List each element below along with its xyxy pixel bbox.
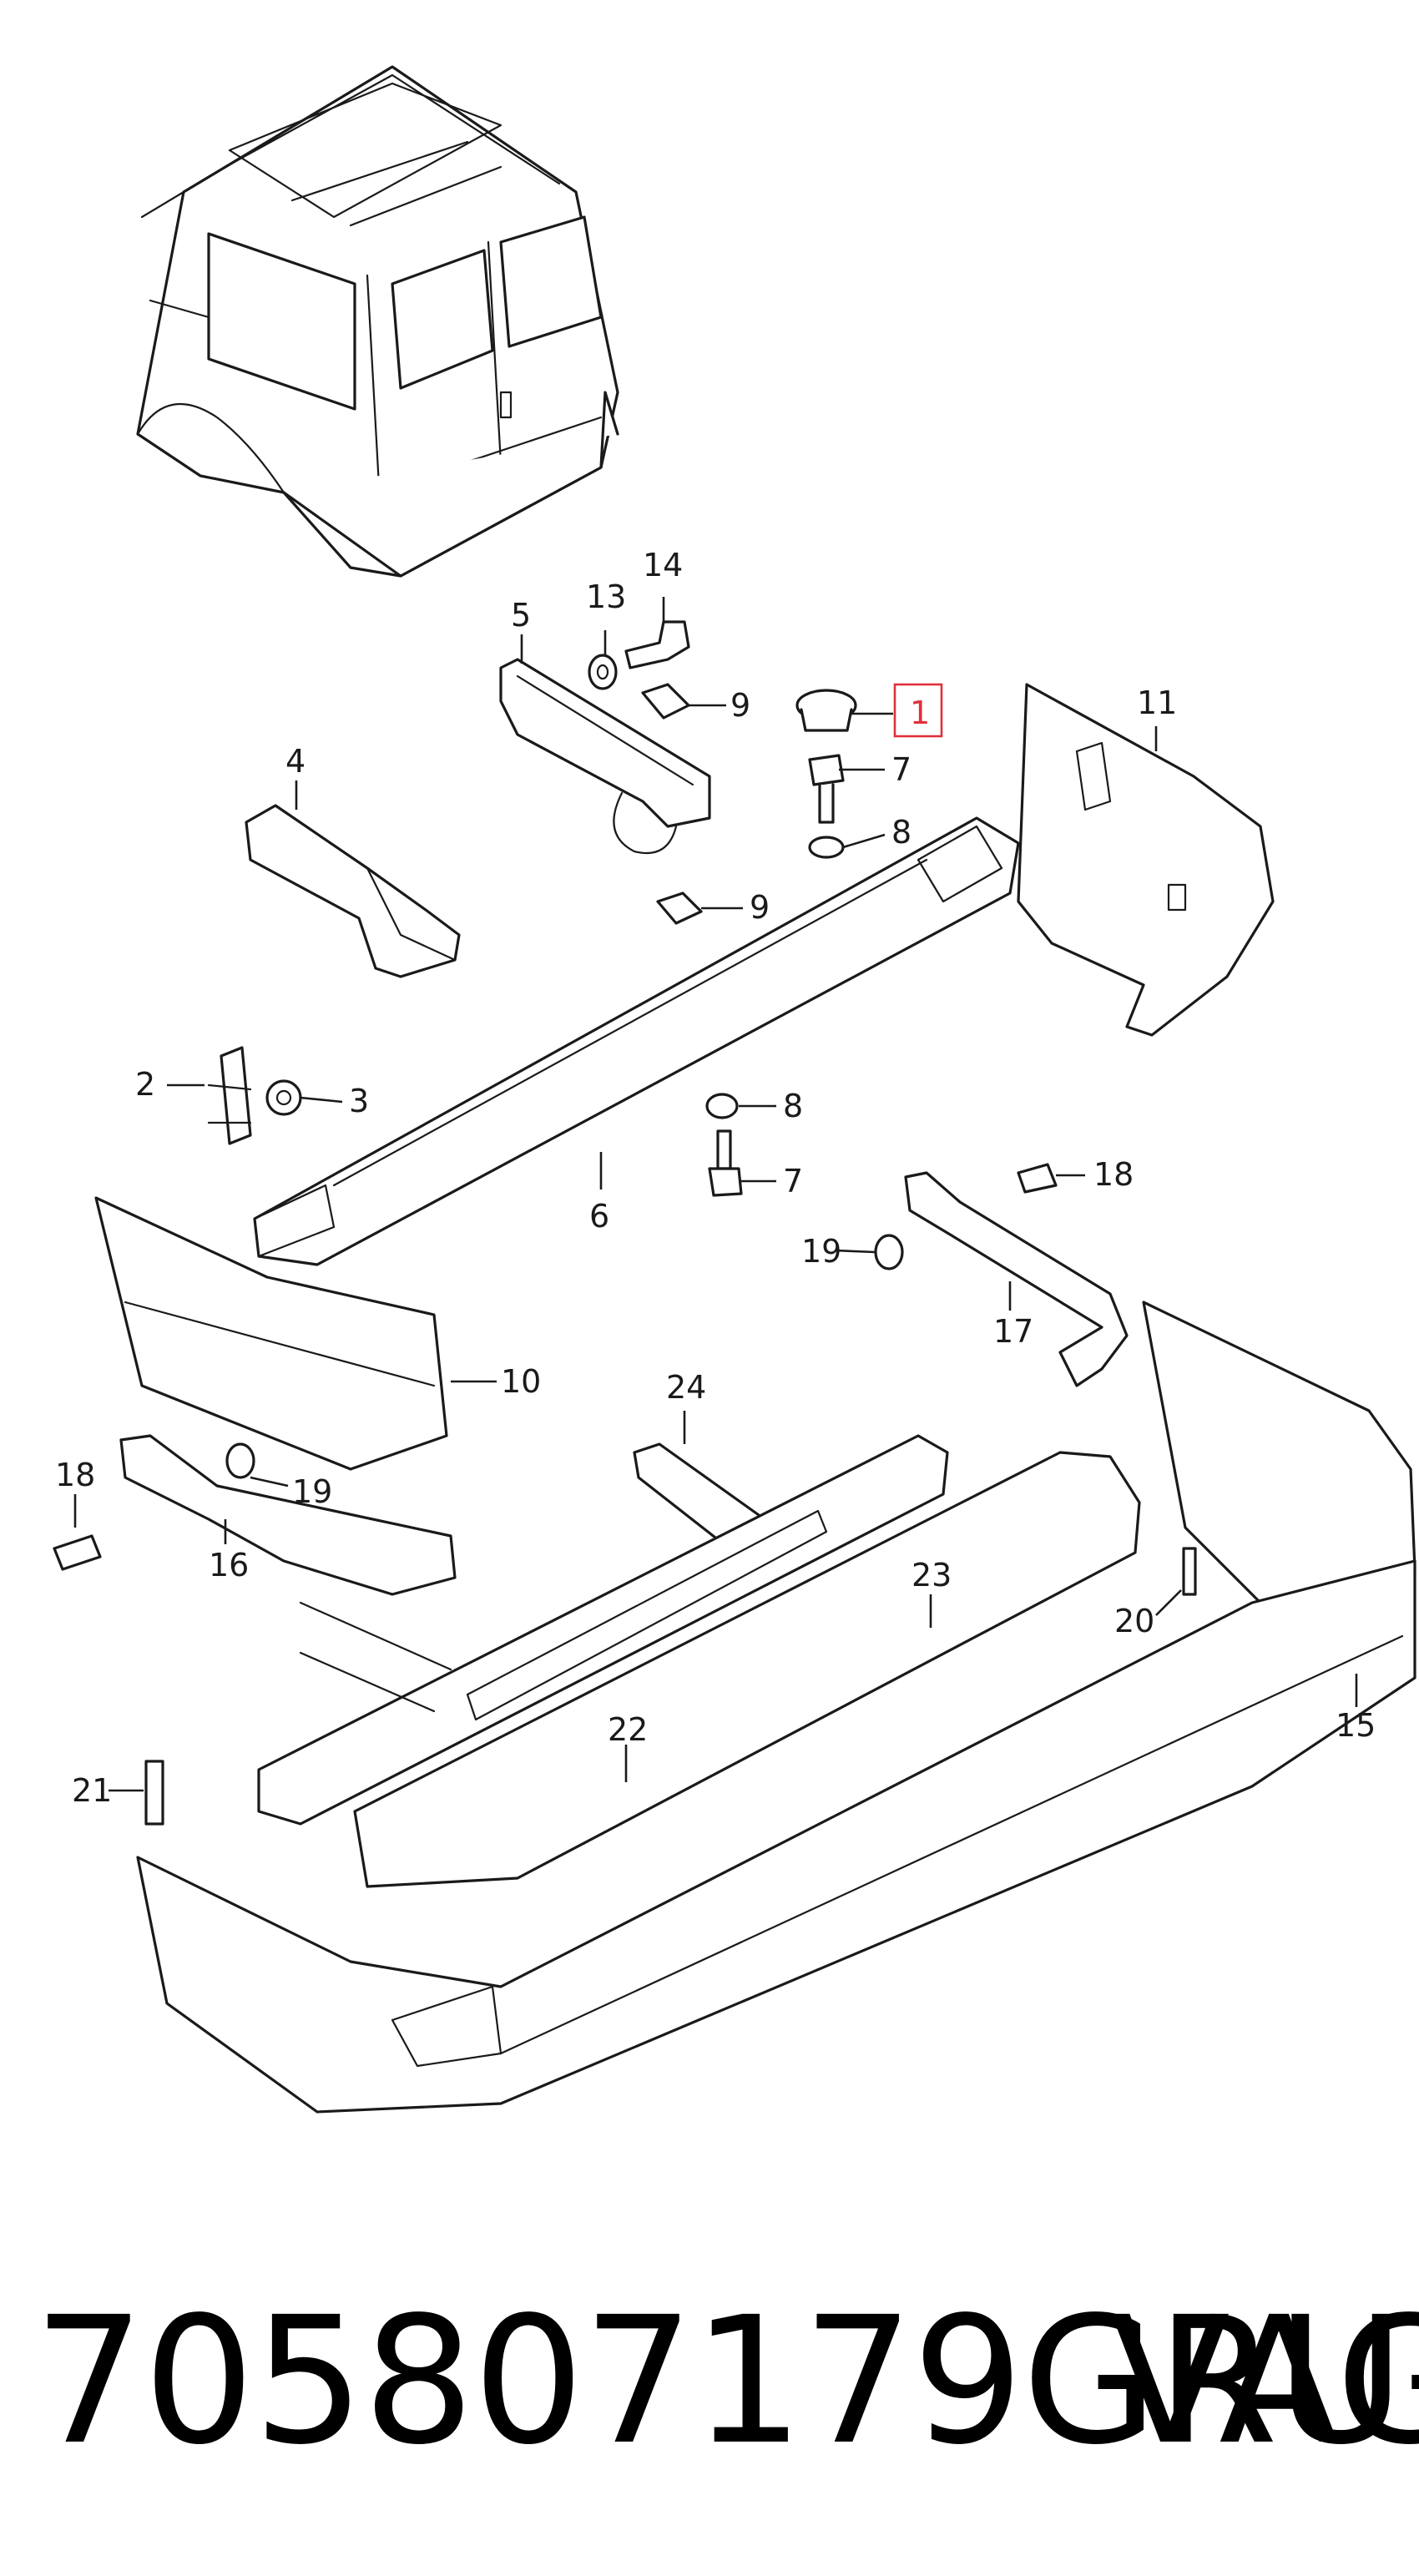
part-washer-13	[588, 654, 618, 690]
part-screw-21	[144, 1760, 164, 1826]
part-nut-19b	[225, 1442, 255, 1479]
part-bolt-7b	[708, 1129, 743, 1197]
callout-5: 5	[511, 597, 531, 634]
part-clip-18a	[1017, 1163, 1058, 1194]
callout-9a: 9	[730, 687, 750, 724]
callout-11: 11	[1137, 684, 1177, 721]
footer: 705807179GRU VAG	[0, 2254, 1419, 2504]
callout-3: 3	[349, 1083, 369, 1119]
callout-19a: 19	[801, 1233, 841, 1270]
callout-8b: 8	[783, 1088, 803, 1124]
callout-17: 17	[993, 1313, 1033, 1350]
callout-8a: 8	[891, 814, 911, 851]
part-nut-9a	[641, 683, 690, 720]
part-plug-1	[795, 689, 857, 732]
callout-23: 23	[911, 1557, 952, 1594]
van-illustration	[136, 65, 619, 578]
callout-7b: 7	[783, 1163, 803, 1200]
callout-18a: 18	[1093, 1156, 1134, 1193]
part-bolt-7a	[808, 754, 845, 824]
callout-22: 22	[608, 1711, 648, 1748]
callout-6: 6	[589, 1198, 609, 1235]
callout-15: 15	[1336, 1707, 1376, 1744]
callout-20: 20	[1114, 1603, 1154, 1639]
part-reinforcement-4	[245, 804, 461, 978]
part-bumper-main	[136, 1559, 1416, 2114]
callout-1: 1	[910, 695, 930, 731]
parts-diagram: 1 2 3 4 5 6 7 7 8 8 9 9 10 11 13 14 15 1…	[53, 65, 1416, 2114]
part-nut-3	[265, 1079, 302, 1116]
callout-21: 21	[72, 1772, 112, 1809]
part-corner-10	[94, 1196, 448, 1471]
leader-lines	[73, 597, 1358, 1792]
part-bracket-5	[499, 658, 711, 855]
part-crossmember-6	[253, 816, 1020, 1266]
part-washer-8a	[808, 836, 845, 859]
highlight-box	[893, 683, 943, 738]
callout-labels: 1 2 3 4 5 6 7 7 8 8 9 9 10 11 13 14 15 1…	[55, 547, 1376, 1809]
part-bolt-14	[624, 620, 690, 669]
part-nut-9b	[656, 891, 703, 925]
part-nut-19a	[874, 1234, 904, 1270]
callout-24: 24	[666, 1369, 706, 1406]
part-absorber-23	[353, 1451, 1141, 1888]
part-carrier-22	[257, 1434, 949, 1826]
callout-10: 10	[501, 1363, 541, 1400]
part-corner-11	[1017, 683, 1275, 1037]
part-bracket-17	[904, 1171, 1129, 1387]
part-number: 705807179GRU	[33, 2279, 1405, 2483]
callout-2: 2	[135, 1066, 155, 1103]
brand-name: VAG	[1110, 2279, 1419, 2483]
part-bracket-16	[119, 1434, 457, 1596]
callout-18b: 18	[55, 1457, 95, 1493]
part-clip-18b	[53, 1534, 102, 1571]
callout-13: 13	[586, 578, 626, 615]
callout-7a: 7	[891, 751, 911, 788]
callout-19b: 19	[292, 1473, 332, 1510]
callout-16: 16	[209, 1547, 249, 1583]
part-washer-8b	[705, 1093, 739, 1119]
part-stud-plate-2	[207, 1046, 252, 1145]
callout-4: 4	[285, 743, 306, 780]
callout-9b: 9	[750, 889, 770, 926]
part-screw-20	[1182, 1547, 1197, 1596]
callout-14: 14	[643, 547, 683, 583]
